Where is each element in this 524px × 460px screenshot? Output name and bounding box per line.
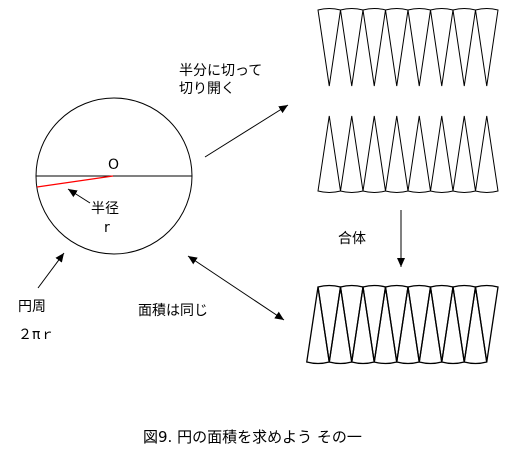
sector-strip-combined — [306, 284, 499, 365]
sector-up — [463, 286, 488, 365]
sector-up — [328, 286, 353, 365]
label-cut-open: 半分に切って 切り開く — [179, 63, 263, 97]
sector-up — [373, 286, 398, 365]
label-radius-symbol: r — [104, 220, 110, 236]
arrow-radius-pointer — [67, 188, 91, 204]
sector-up — [384, 115, 409, 193]
label-same-area: 面積は同じ — [138, 303, 208, 319]
sector-up — [474, 115, 499, 193]
sector-down — [407, 8, 432, 87]
sector-down — [339, 8, 364, 87]
sector-up — [396, 286, 420, 365]
arrow-cut-open — [204, 104, 289, 158]
sector-down — [429, 8, 454, 87]
label-circumference-formula: ２πｒ — [18, 327, 55, 343]
sector-up — [339, 115, 364, 193]
sector-up — [351, 286, 375, 365]
sector-down — [317, 284, 342, 363]
figure-caption: 図9. 円の面積を求めよう その一 — [143, 428, 362, 446]
sector-down — [452, 8, 477, 87]
sector-down — [429, 284, 454, 363]
sector-up — [407, 115, 432, 193]
label-center-o: O — [108, 157, 120, 173]
label-circumference: 円周 — [18, 299, 46, 315]
sector-down — [339, 284, 364, 363]
label-combine: 合体 — [338, 231, 366, 247]
sector-down — [362, 8, 387, 87]
arrow-circumference — [37, 252, 65, 289]
sector-down — [452, 284, 477, 363]
sector-down — [384, 8, 409, 87]
sector-up — [429, 115, 454, 193]
sector-up — [452, 115, 477, 193]
sector-down — [407, 284, 432, 363]
arrow-same-area — [187, 255, 285, 321]
sector-down — [362, 284, 387, 363]
label-radius: 半径 — [91, 201, 119, 217]
sector-strip-top — [317, 8, 499, 87]
sector-down — [317, 8, 342, 87]
sector-up — [362, 115, 387, 193]
radius-line — [36, 175, 114, 188]
sector-up — [441, 286, 465, 365]
sector-down — [384, 284, 409, 363]
sector-up — [306, 286, 330, 365]
sector-up — [418, 286, 443, 365]
sector-down — [474, 8, 499, 87]
sector-strip-middle — [317, 115, 499, 193]
sector-down — [474, 284, 499, 363]
sector-up — [317, 115, 342, 193]
